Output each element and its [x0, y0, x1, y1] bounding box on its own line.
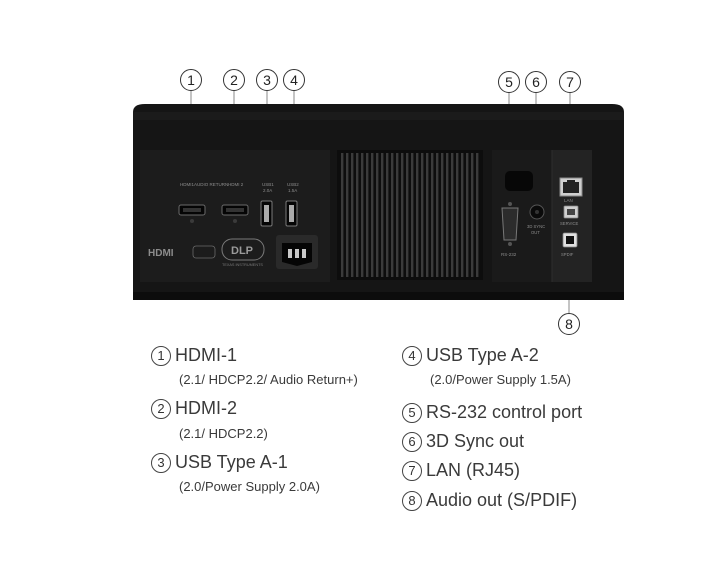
vent-slat — [441, 153, 444, 277]
label-usb2: USB2 — [287, 182, 299, 187]
callout-2: 2 — [223, 69, 245, 91]
vent-slat — [456, 153, 459, 277]
callout-4: 4 — [283, 69, 305, 91]
label-lan: LAN — [564, 198, 573, 203]
legend-number: 1 — [151, 345, 171, 366]
legend-number: 4 — [402, 345, 422, 366]
label-hdmi1: HDMI1 — [180, 182, 194, 187]
legend-title: RS-232 control port — [426, 402, 583, 422]
usb-1-port — [260, 200, 273, 227]
rs232-port — [501, 202, 519, 246]
vent-slat — [366, 153, 369, 277]
service-port — [563, 205, 579, 219]
legend-item-4: 4 USB Type A-2 — [402, 345, 539, 366]
hdmi-1-port — [178, 204, 206, 223]
vent-slat — [436, 153, 439, 277]
vent-slat — [401, 153, 404, 277]
vent-slat — [346, 153, 349, 277]
vent-grille — [341, 153, 479, 277]
vent-slat — [466, 153, 469, 277]
vent-slat — [396, 153, 399, 277]
vent-slat — [461, 153, 464, 277]
vent-slat — [426, 153, 429, 277]
legend-sub-4: (2.0/Power Supply 1.5A) — [430, 372, 571, 387]
vent-slat — [446, 153, 449, 277]
legend-number: 3 — [151, 452, 171, 473]
vent-slat — [411, 153, 414, 277]
legend-item-3: 3 USB Type A-1 — [151, 452, 288, 473]
legend-number: 2 — [151, 398, 171, 419]
legend-title: HDMI-1 — [175, 345, 237, 365]
dlp-logo: DLP — [231, 245, 253, 257]
vent-slat — [371, 153, 374, 277]
hdmi-2-port — [221, 204, 249, 223]
label-3d-sync: 3D SYNC — [527, 224, 545, 229]
callout-5: 5 — [498, 71, 520, 93]
label-usb1: USB1 — [262, 182, 274, 187]
vent-slat — [451, 153, 454, 277]
lan-port — [559, 177, 583, 197]
legend-item-8: 8 Audio out (S/PDIF) — [402, 490, 577, 511]
legend-item-1: 1 HDMI-1 — [151, 345, 237, 366]
label-hdmi2: HDMI 2 — [228, 182, 244, 187]
legend-title: USB Type A-2 — [426, 345, 539, 365]
label-rs232: RS-232 — [501, 252, 517, 257]
label-audio-return: AUDIO RETURN — [194, 182, 228, 187]
vent-slat — [391, 153, 394, 277]
vent-slat — [416, 153, 419, 277]
legend-item-2: 2 HDMI-2 — [151, 398, 237, 419]
3d-sync-port — [529, 204, 545, 220]
callout-6: 6 — [525, 71, 547, 93]
callout-8: 8 — [558, 313, 580, 335]
callout-1: 1 — [180, 69, 202, 91]
legend-title: 3D Sync out — [426, 431, 525, 451]
legend-title: USB Type A-1 — [175, 452, 288, 472]
callout-3: 3 — [256, 69, 278, 91]
legend-sub-3: (2.0/Power Supply 2.0A) — [179, 479, 320, 494]
label-service: SERVICE — [560, 221, 579, 226]
spdif-port — [562, 232, 578, 248]
legend-number: 6 — [402, 431, 422, 452]
legend-item-5: 5 RS-232 control port — [402, 402, 582, 423]
hdmi-logo: HDMI — [148, 248, 174, 259]
label-usb2-power: 1.5A — [288, 188, 297, 193]
vent-slat — [386, 153, 389, 277]
legend-number: 7 — [402, 460, 422, 481]
label-3d-sync-out: OUT — [531, 230, 540, 235]
vent-slat — [471, 153, 474, 277]
legend-sub-2: (2.1/ HDCP2.2) — [179, 426, 268, 441]
power-inlet — [276, 235, 318, 269]
legend-item-6: 6 3D Sync out — [402, 431, 524, 452]
vent-slat — [431, 153, 434, 277]
legend-item-7: 7 LAN (RJ45) — [402, 460, 520, 481]
vent-slat — [341, 153, 344, 277]
legend-sub-1: (2.1/ HDCP2.2/ Audio Return+) — [179, 372, 358, 387]
vent-slat — [476, 153, 479, 277]
callout-7: 7 — [559, 71, 581, 93]
legend-number: 8 — [402, 490, 422, 511]
vent-slat — [351, 153, 354, 277]
vent-slat — [381, 153, 384, 277]
usb-2-port — [285, 200, 298, 227]
label-usb1-power: 2.0A — [263, 188, 272, 193]
legend-title: LAN (RJ45) — [426, 460, 521, 480]
vent-slat — [421, 153, 424, 277]
legend-title: Audio out (S/PDIF) — [426, 490, 578, 510]
vent-slat — [361, 153, 364, 277]
vent-slat — [356, 153, 359, 277]
legend-number: 5 — [402, 402, 422, 423]
ti-logo: TEXAS INSTRUMENTS — [222, 263, 263, 267]
label-spdif: SPDIF — [561, 252, 574, 257]
legend-title: HDMI-2 — [175, 398, 237, 418]
vent-slat — [376, 153, 379, 277]
vent-slat — [406, 153, 409, 277]
